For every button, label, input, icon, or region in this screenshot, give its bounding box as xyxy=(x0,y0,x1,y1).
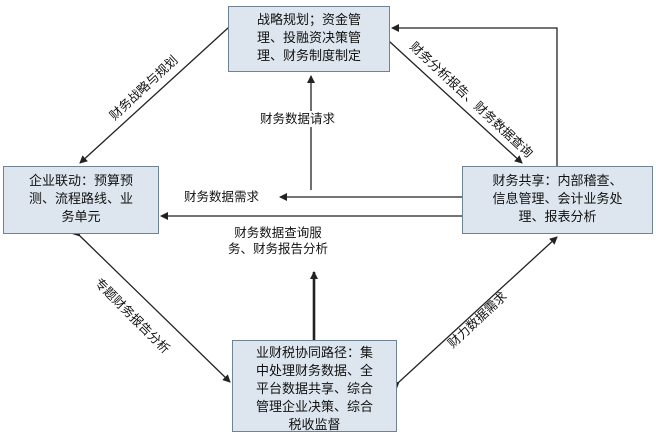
edge-label-center-line: 财务数据查询服 xyxy=(234,225,322,240)
node-line: 管理企业决策、综合 xyxy=(255,400,373,415)
edge-left-bottom xyxy=(72,228,231,383)
node-line: 理、报表分析 xyxy=(518,210,597,225)
node-line: 信息管理、会计业务处 xyxy=(492,192,623,207)
node-line: 企业联动：预算预 xyxy=(28,174,133,189)
node-line: 税收监督 xyxy=(288,418,341,433)
node-enterprise-linkage: 企业联动：预算预 测、流程路线、业 务单元 xyxy=(3,166,159,234)
node-line: 中处理财务数据、全 xyxy=(255,364,373,379)
node-line: 业财税协同路径：集 xyxy=(255,346,373,361)
node-line: 测、流程路线、业 xyxy=(28,192,133,207)
edge-top-left xyxy=(79,20,236,164)
edge-right-top xyxy=(391,24,558,166)
node-line: 战略规划；资金管 xyxy=(256,13,361,28)
edge-label-center-up: 财务数据请求 xyxy=(258,111,338,127)
node-line: 平台数据共享、综合 xyxy=(255,382,373,397)
node-strategic-planning: 战略规划；资金管 理、投融资决策管 理、财务制度制定 xyxy=(228,6,390,72)
node-business-finance-tax-path: 业财税协同路径：集 中处理财务数据、全 平台数据共享、综合 管理企业决策、综合 … xyxy=(232,340,397,433)
edge-label-right-to-left: 财务数据需求 xyxy=(184,189,260,204)
edge-bottom-right xyxy=(391,236,558,390)
edge-label-center: 财务数据查询服 务、财务报告分析 xyxy=(228,225,328,257)
node-line: 理、投融资决策管 xyxy=(256,31,361,46)
node-line: 务单元 xyxy=(61,210,101,225)
node-financial-sharing: 财务共享：内部稽查、 信息管理、会计业务处 理、报表分析 xyxy=(462,166,653,234)
edge-label-center-line: 务、财务报告分析 xyxy=(228,241,329,256)
node-line: 财务共享：内部稽查、 xyxy=(492,174,623,189)
node-line: 理、财务制度制定 xyxy=(256,49,361,64)
edge-top-right-diagonal xyxy=(382,34,523,164)
